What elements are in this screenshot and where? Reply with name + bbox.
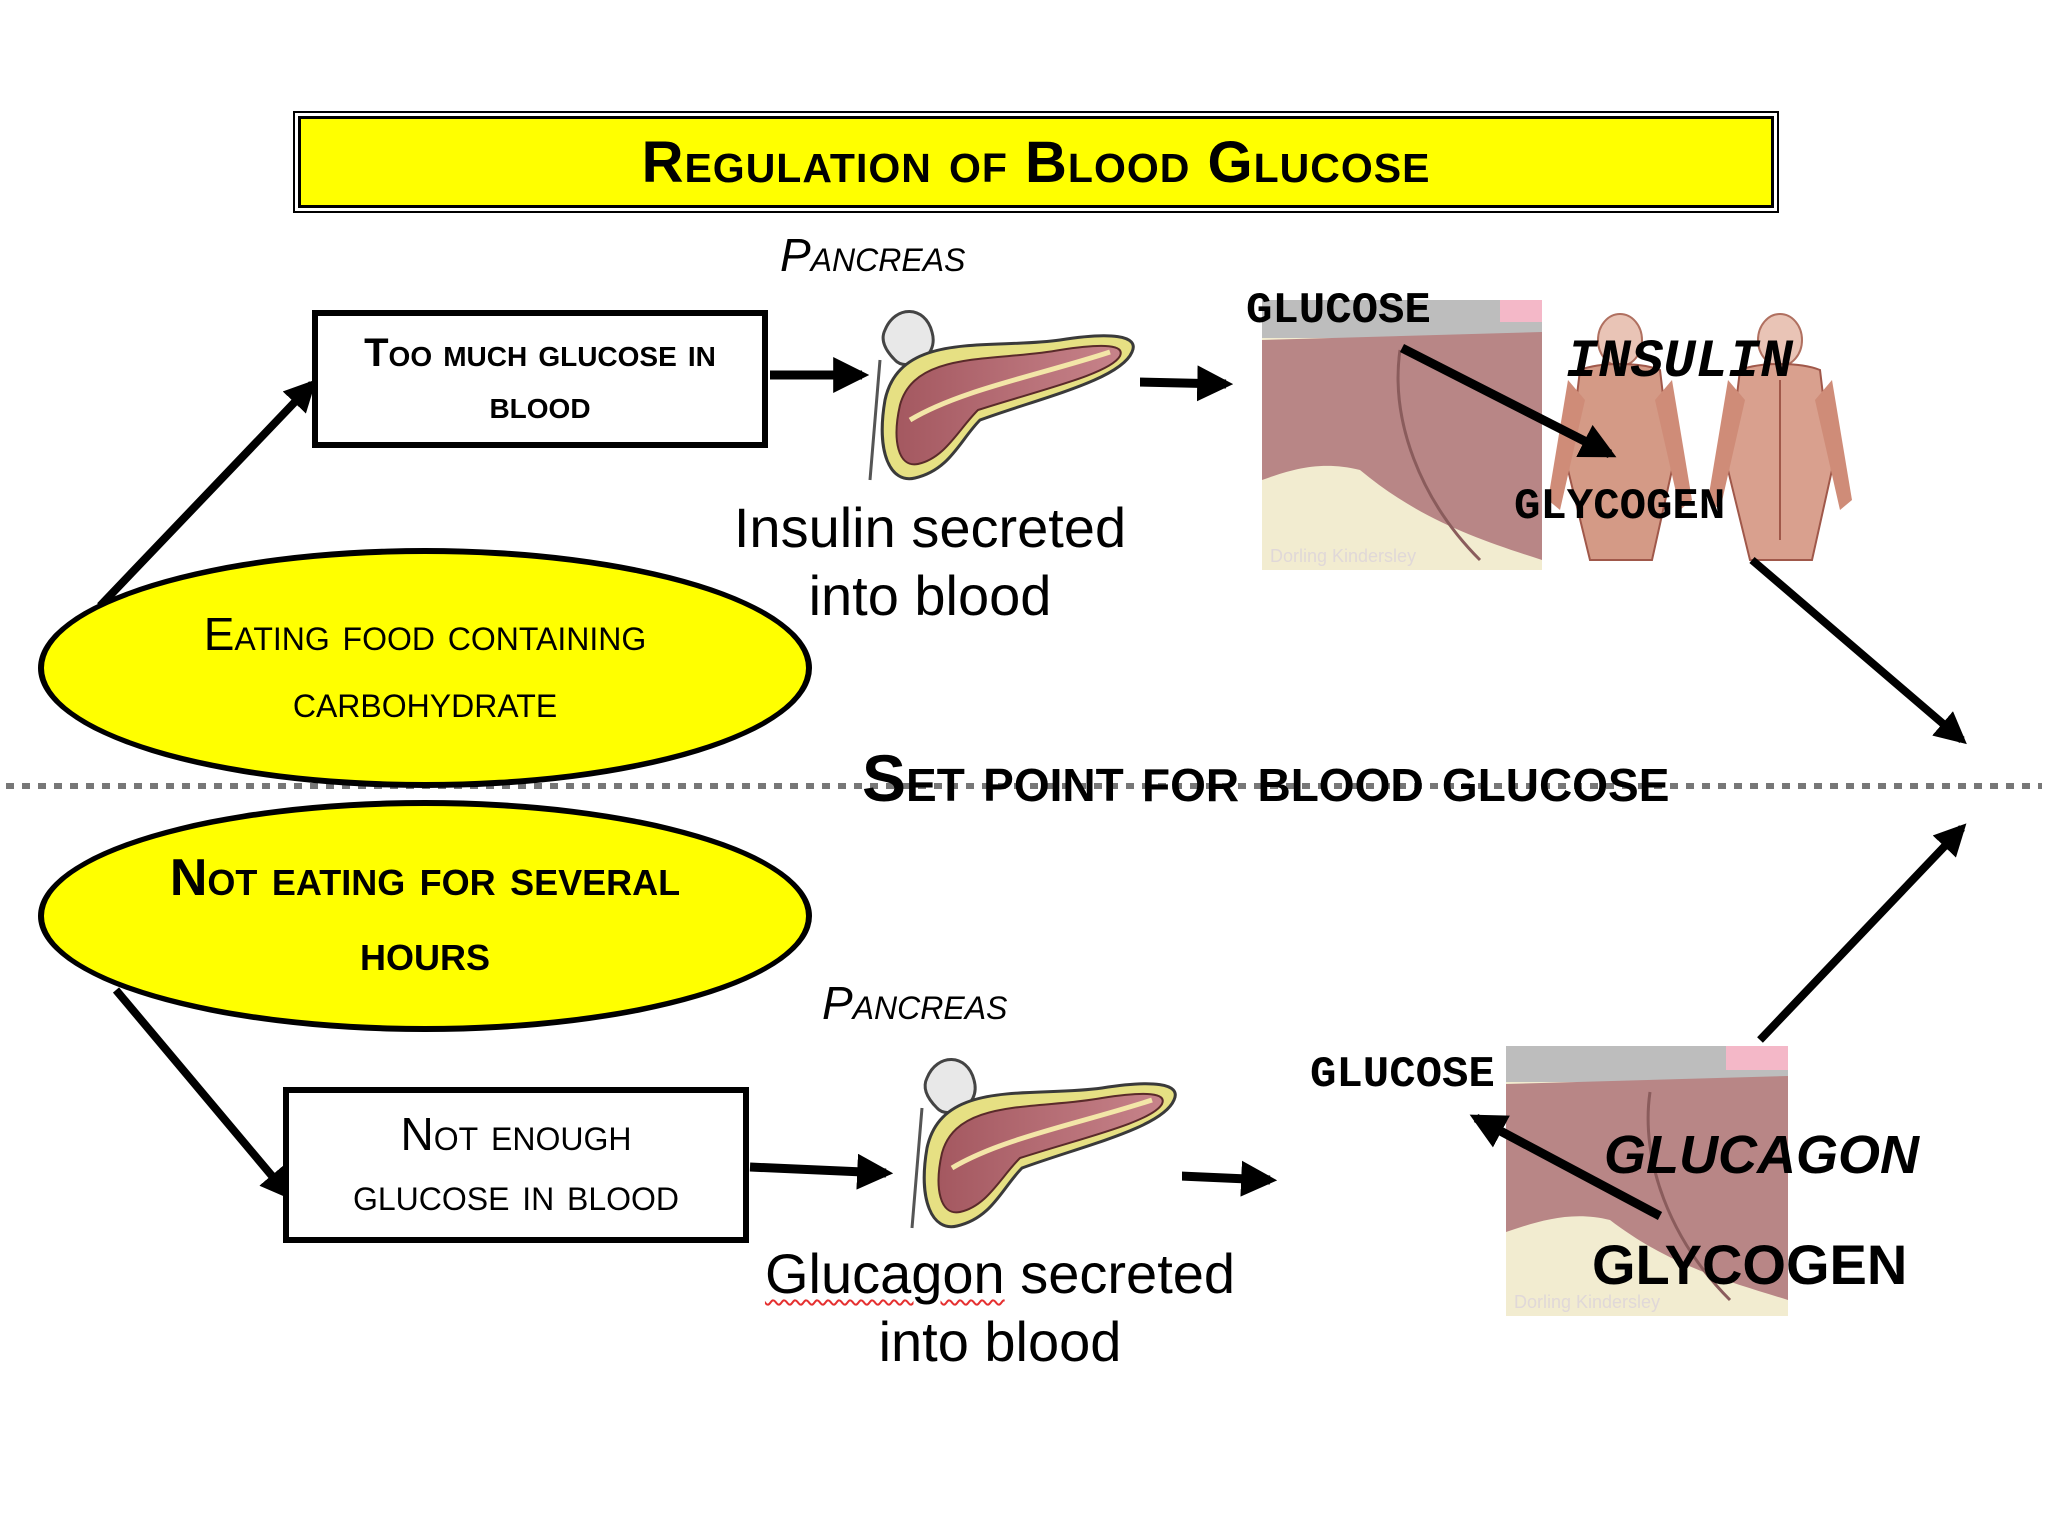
glucagon-word: Glucagon <box>764 1242 1005 1305</box>
arrow-bottom-to-setpoint <box>1757 823 1967 1043</box>
into-blood-bottom: into blood <box>878 1310 1122 1374</box>
not-enough-glucose-box: Not enough glucose in blood <box>283 1087 749 1243</box>
arrow-glycogen-to-glucose-bottom <box>1469 1114 1663 1220</box>
eating-food-text: Eating food containing carbohydrate <box>203 608 647 727</box>
into-blood-top: into blood <box>808 564 1052 628</box>
secreted-word-bottom: secreted <box>1020 1242 1236 1305</box>
eating-food-oval: Eating food containing carbohydrate <box>38 548 812 788</box>
svg-text:Dorling Kindersley: Dorling Kindersley <box>1514 1292 1660 1312</box>
too-much-glucose-text: Too much glucose in blood <box>364 331 716 427</box>
arrow-top-to-setpoint <box>1749 556 1967 745</box>
set-point-label: Set point for blood glucose <box>862 741 1670 815</box>
diagram-title: Regulation of Blood Glucose <box>641 129 1431 195</box>
title-box: Regulation of Blood Glucose <box>293 111 1779 213</box>
not-enough-line2: glucose in blood <box>352 1168 680 1220</box>
not-eating-oval: Not eating for several hours <box>38 800 812 1032</box>
pancreas-label-top: Pancreas <box>780 229 966 281</box>
pancreas-image-top <box>868 310 1140 486</box>
arrow-pancreas-to-liver <box>1135 365 1234 402</box>
arrow-glucose-to-glycogen-top <box>1399 343 1617 459</box>
glucagon-secreted-label: Glucagon secreted into blood <box>720 1240 1280 1377</box>
pancreas-image-bottom <box>910 1058 1182 1234</box>
arrow-eating-to-excess <box>97 379 317 609</box>
glycogen-label-top: GLYCOGEN <box>1514 482 1726 532</box>
not-eating-text: Not eating for several hours <box>169 848 681 982</box>
liver-image-bottom: Dorling Kindersley <box>1506 1046 1788 1316</box>
glucose-label-bottom: GLUCOSE <box>1310 1050 1495 1100</box>
glycogen-label-bottom: GLYCOGEN <box>1592 1233 1908 1296</box>
pancreas-label-bottom: Pancreas <box>822 977 1008 1029</box>
glucose-label-top: GLUCOSE <box>1246 286 1431 336</box>
arrow-pancreas-to-liver-bottom <box>1179 1160 1278 1197</box>
svg-text:Dorling Kindersley: Dorling Kindersley <box>1270 546 1416 566</box>
arrow-fasting-to-deficit <box>112 987 293 1200</box>
muscle-image-top <box>1542 313 1858 570</box>
insulin-word: Insulin <box>733 496 896 559</box>
arrow-deficit-to-pancreas <box>749 1153 894 1190</box>
insulin-label-top: INSULIN <box>1566 332 1793 393</box>
insulin-secreted-label: Insulin secreted into blood <box>700 494 1160 631</box>
glucagon-label-bottom: GLUCAGON <box>1604 1125 1919 1185</box>
secreted-word-top: secreted <box>911 496 1127 559</box>
not-enough-line1: Not enough <box>400 1108 632 1161</box>
liver-image-top: Dorling Kindersley <box>1262 300 1542 570</box>
too-much-glucose-box: Too much glucose in blood <box>312 310 768 448</box>
